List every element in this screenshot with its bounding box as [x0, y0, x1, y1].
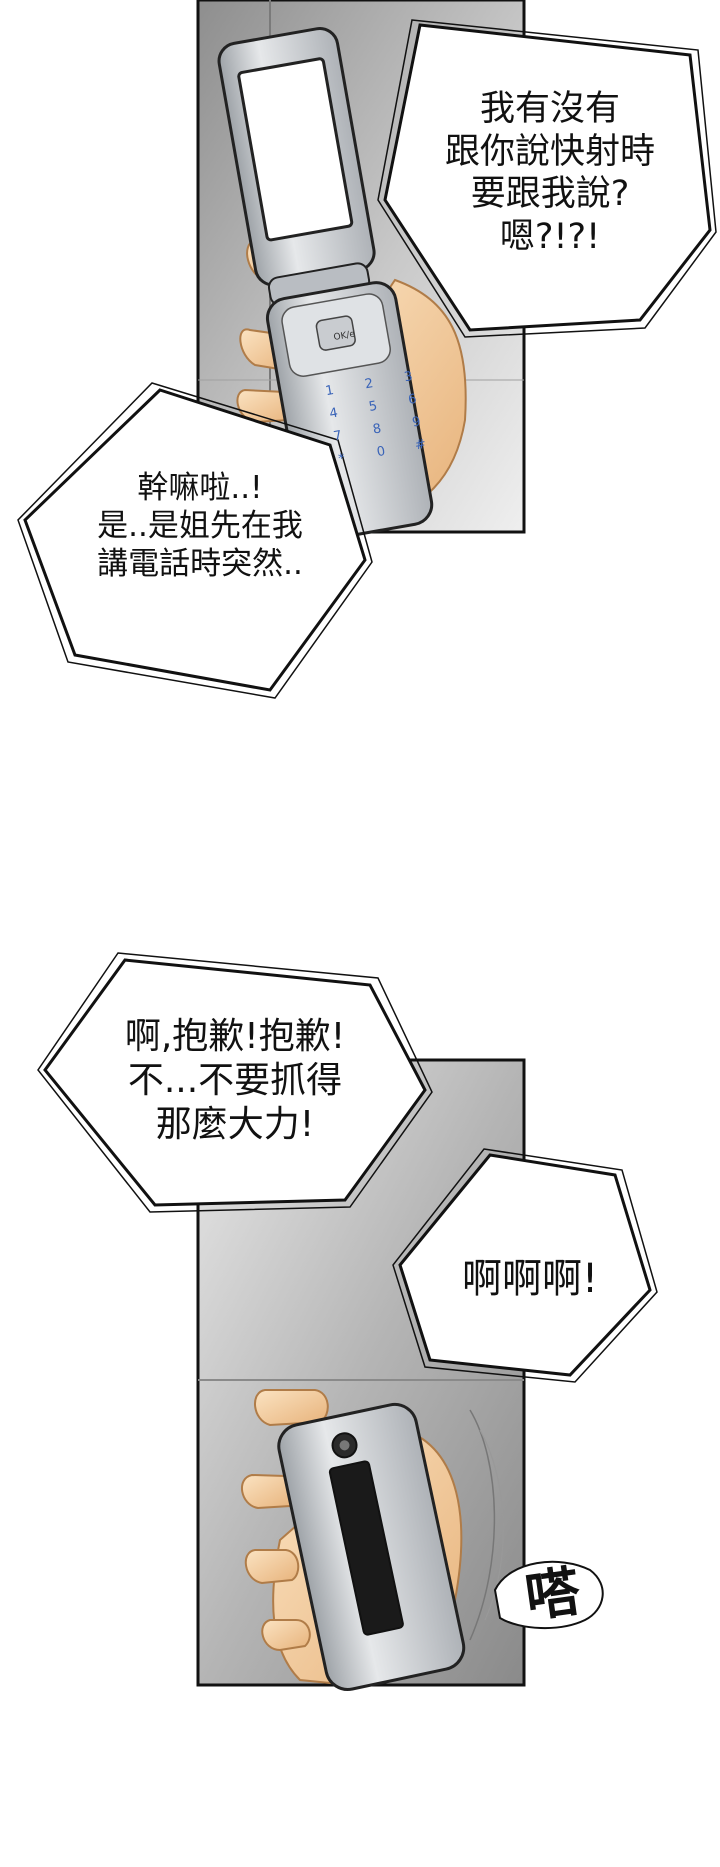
phone-key-0: 0 — [375, 444, 387, 461]
speech-bubble-4-text: 啊啊啊! — [461, 1256, 599, 1302]
phone-key-5: 5 — [367, 398, 379, 415]
speech-bubble-2-text: 幹嘛啦..! 是..是姐先在我 講電話時突然.. — [97, 470, 303, 582]
phone-ok-key: OK/e — [332, 329, 356, 344]
speech-bubble-3-text: 啊,抱歉!抱歉! 不...不要抓得 那麼大力! — [124, 1016, 346, 1145]
phone-key-4: 4 — [328, 405, 340, 422]
phone-keypad: OK/e 1 2 3 4 5 6 7 8 9 * 0 # — [287, 307, 472, 492]
phone-key-7: 7 — [332, 428, 344, 445]
phone-key-star: * — [337, 451, 347, 468]
speech-bubble-3 — [37, 952, 433, 1213]
phone-digit-grid: 1 2 3 4 5 6 7 8 9 * 0 # — [309, 366, 442, 470]
phone-key-9: 9 — [411, 414, 422, 431]
flip-phone-open — [217, 27, 434, 542]
phone-key-3: 3 — [403, 369, 414, 386]
speech-bubble-1 — [377, 19, 717, 338]
phone-key-8: 8 — [371, 421, 383, 438]
phone-screen — [237, 57, 354, 242]
sfx-tap: 嗒 — [521, 1559, 584, 1630]
phone-outer-screen — [328, 1460, 404, 1636]
phone-key-hash: # — [413, 436, 428, 454]
flip-phone-closed — [277, 1402, 466, 1691]
phone-key-2: 2 — [363, 376, 375, 393]
phone-key-6: 6 — [407, 391, 418, 408]
speech-bubble-1-text: 我有沒有 跟你說快射時 要跟我說? 嗯?!?! — [444, 89, 655, 258]
speech-bubble-4 — [392, 1148, 658, 1383]
phone-key-1: 1 — [324, 382, 336, 400]
speech-bubble-2 — [17, 382, 373, 699]
sfx-burst — [493, 1560, 604, 1629]
